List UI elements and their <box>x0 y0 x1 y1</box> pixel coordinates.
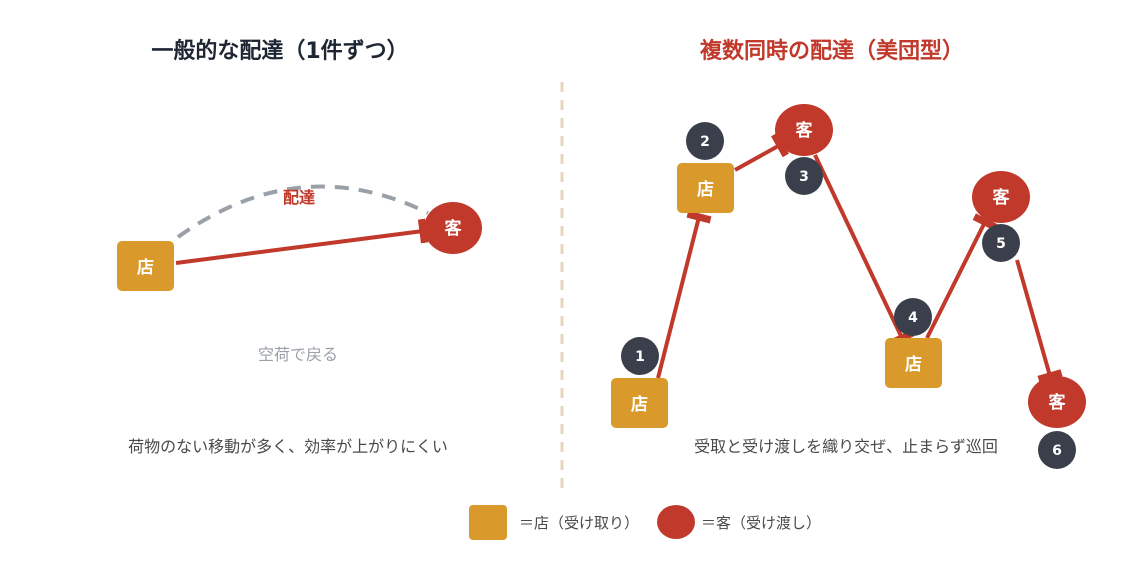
left-delivery-arrow <box>175 218 429 265</box>
route-arrow-3 <box>813 154 915 347</box>
right-store-node-2 <box>677 163 734 213</box>
right-store-label-3: 店 <box>905 354 922 375</box>
right-title: 複数同時の配達（美団型） <box>700 38 964 64</box>
left-route-label: 配達 <box>283 188 315 207</box>
step-badge-1 <box>621 337 659 375</box>
right-customer-node-2 <box>972 171 1030 223</box>
step-badge-3 <box>785 157 823 195</box>
step-badge-5 <box>982 224 1020 262</box>
right-customer-node-3 <box>1028 376 1086 428</box>
route-arrow-1 <box>656 210 712 379</box>
step-number-4: 4 <box>908 310 918 326</box>
step-number-6: 6 <box>1052 443 1062 459</box>
left-customer-node <box>424 202 482 254</box>
right-store-node-1 <box>611 378 668 428</box>
right-customer-label-2: 客 <box>992 187 1011 208</box>
right-caption: 受取と受け渡しを織り交ぜ、止まらず巡回 <box>694 437 998 456</box>
left-title: 一般的な配達（1件ずつ） <box>151 38 408 64</box>
route-arrow-4 <box>925 213 998 339</box>
left-store-node <box>117 241 174 291</box>
route-arrow-5 <box>1015 259 1063 383</box>
right-store-label-2: 店 <box>697 179 714 200</box>
legend-store-text: ＝店（受け取り） <box>519 514 639 532</box>
step-number-3: 3 <box>799 169 809 185</box>
route-arrow-2 <box>734 132 789 172</box>
step-badge-4 <box>894 298 932 336</box>
left-caption: 荷物のない移動が多く、効率が上がりにくい <box>128 437 448 456</box>
step-number-5: 5 <box>996 236 1006 252</box>
right-store-node-3 <box>885 338 942 388</box>
legend-store-swatch <box>469 505 507 540</box>
right-customer-node-1 <box>775 104 833 156</box>
left-customer-label: 客 <box>444 218 463 239</box>
left-dashed-route <box>176 184 429 239</box>
right-customer-label-1: 客 <box>795 120 814 141</box>
step-badge-6 <box>1038 431 1076 469</box>
step-number-2: 2 <box>700 134 710 150</box>
step-badge-2 <box>686 122 724 160</box>
left-return-label: 空荷で戻る <box>258 345 338 364</box>
right-customer-label-3: 客 <box>1048 392 1067 413</box>
step-number-1: 1 <box>635 349 645 365</box>
left-store-label: 店 <box>137 257 154 278</box>
legend-customer-text: ＝客（受け渡し） <box>701 514 821 532</box>
right-store-label-1: 店 <box>631 394 648 415</box>
legend-customer-swatch <box>657 505 695 539</box>
